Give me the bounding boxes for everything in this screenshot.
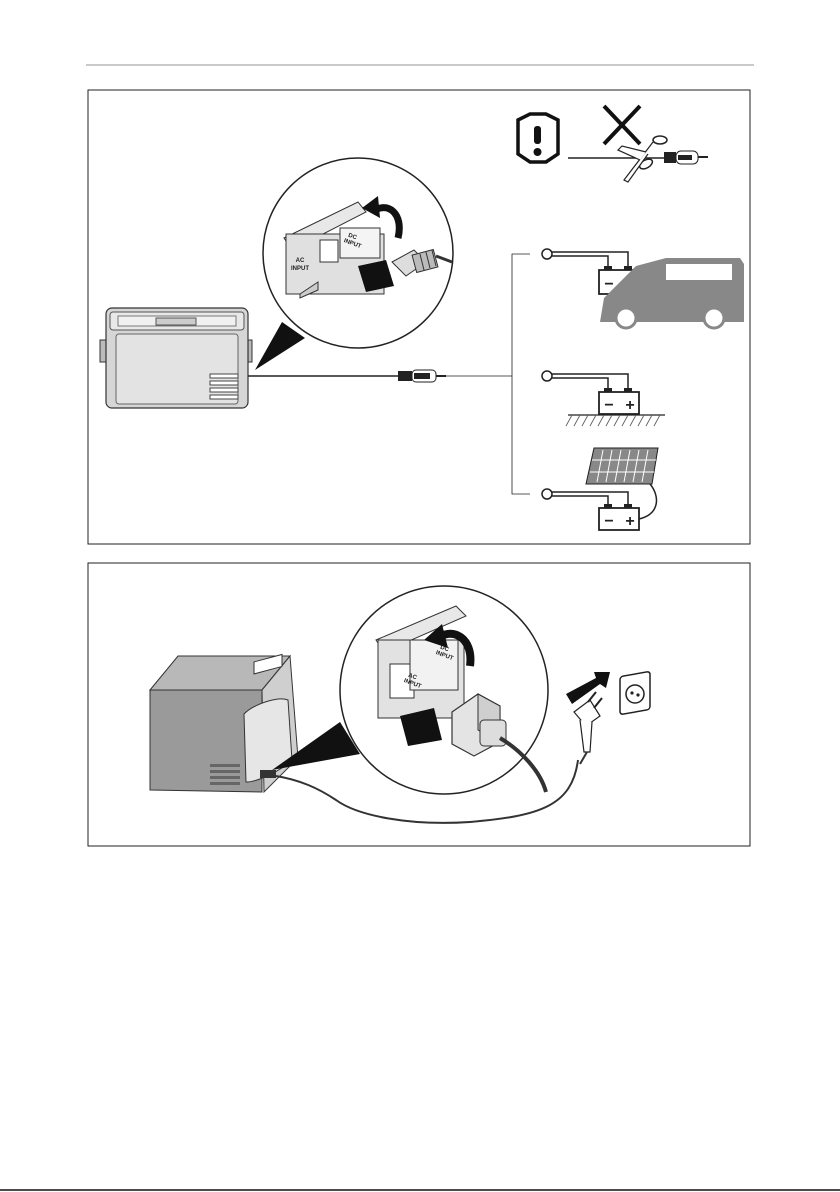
battery-minus: − [604,513,613,530]
cooler-front [100,308,252,408]
cigarette-plug [398,370,446,382]
warning-icon [518,114,558,162]
wall-socket-icon [620,671,650,714]
ac-input-label-line1: AC [296,258,305,264]
source-bracket [512,254,530,494]
battery-minus: − [604,397,613,414]
source-stationary-battery: − + [542,371,665,426]
mains-plug [574,692,602,764]
do-not-cut-cable-icon [568,106,708,182]
push-into-socket-arrow [566,672,610,704]
ac-input-label-line2: INPUT [291,266,309,272]
van-icon [600,258,744,328]
battery-plus: + [625,513,634,530]
zoom-circle-ac-port: AC INPUT DC INPUT [340,586,548,794]
battery-plus: + [625,397,634,414]
figure-dc-connection: AC INPUT DC INPUT [88,90,750,544]
source-solar-battery: − + [542,448,658,530]
zoom-circle-dc-port: AC INPUT DC INPUT [263,158,453,348]
source-vehicle-battery: − + [542,249,744,328]
zoom-pointer [255,322,305,370]
solar-panel-icon [586,448,658,484]
figure-ac-connection: AC INPUT DC INPUT [88,563,750,846]
cooler-perspective [150,654,298,792]
ground-hatch [566,415,665,426]
